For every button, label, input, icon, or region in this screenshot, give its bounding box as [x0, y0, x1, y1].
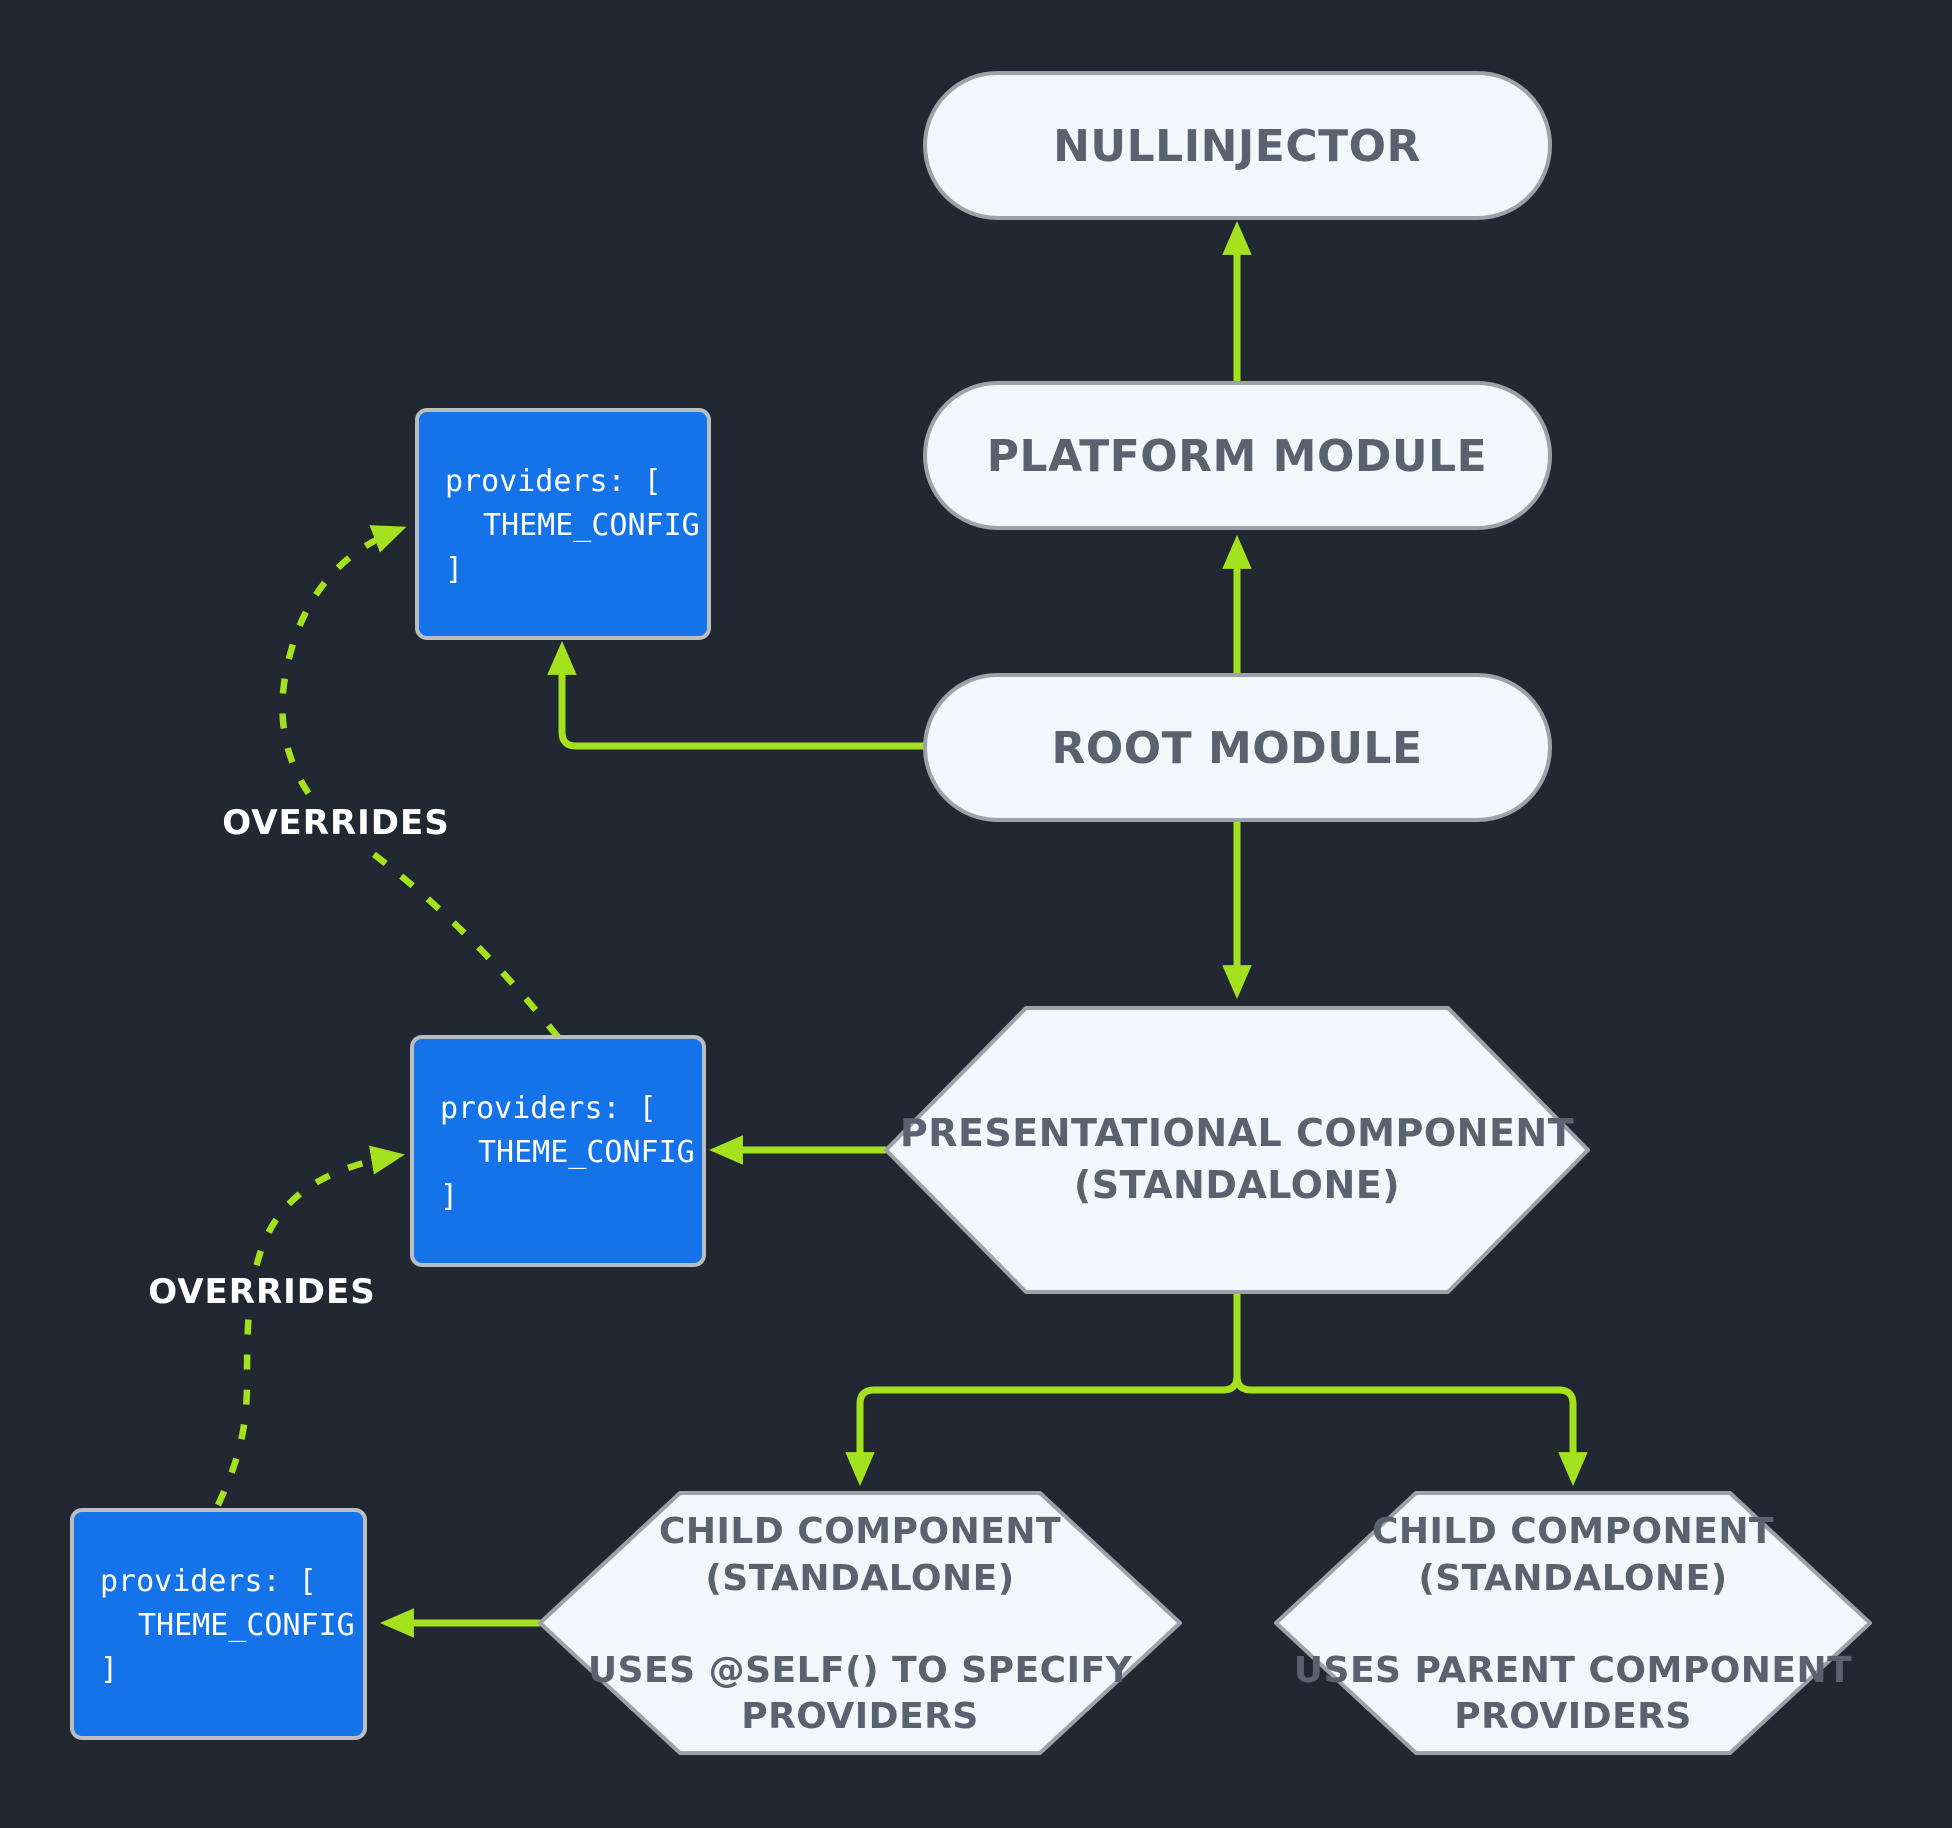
overrides-label-top-text: OVERRIDES: [222, 803, 449, 843]
providers-box-presentational-line1: providers: [: [440, 1091, 657, 1126]
overrides-label-bottom-text: OVERRIDES: [148, 1272, 375, 1312]
node-platform-module: PLATFORM MODULE: [923, 381, 1552, 530]
child-parent-line3: USES PARENT COMPONENT: [1294, 1650, 1852, 1691]
node-root-module-shape: [923, 673, 1552, 822]
node-presentational-line2: (STANDALONE): [1074, 1163, 1400, 1207]
node-presentational-component-shape: [884, 1006, 1590, 1294]
node-presentational-line1: PRESENTATIONAL COMPONENT: [900, 1111, 1574, 1155]
edge-overrides-child-to-presentational-box: [215, 1145, 405, 1507]
providers-box-root-shape: [415, 408, 711, 640]
child-self-line4: PROVIDERS: [741, 1696, 979, 1737]
providers-box-presentational-line3: ]: [440, 1179, 458, 1214]
child-parent-line1: CHILD COMPONENT: [1372, 1511, 1774, 1552]
providers-box-presentational-line2: THEME_CONFIG: [478, 1135, 695, 1170]
node-root-module-label: ROOT MODULE: [1051, 723, 1422, 774]
edge-presentational-to-child-self: [845, 1292, 1241, 1487]
overrides-label-top-bg: [232, 798, 440, 846]
child-parent-line4: PROVIDERS: [1454, 1696, 1692, 1737]
providers-box-child-line2: THEME_CONFIG: [138, 1608, 355, 1643]
edge-presentational-to-child-parent: [1233, 1292, 1588, 1487]
node-child-component-parent-shape: [1274, 1491, 1872, 1755]
providers-box-root-line2: THEME_CONFIG: [483, 508, 700, 543]
providers-box-child-line1: providers: [: [100, 1564, 317, 1599]
edge-root-to-providers-box: [547, 640, 925, 750]
edge-overrides-presentational-to-root-box: [279, 525, 561, 1040]
node-platform-module-shape: [923, 381, 1552, 530]
overrides-label-bottom-bg: [158, 1267, 366, 1315]
node-root-module: ROOT MODULE: [923, 673, 1552, 822]
child-self-line3: USES @SELF() TO SPECIFY: [588, 1650, 1133, 1691]
providers-box-presentational-shape: [410, 1035, 706, 1267]
child-parent-line2: (STANDALONE): [1418, 1558, 1727, 1599]
node-nullinjector-label: NULLINJECTOR: [1053, 121, 1421, 172]
node-child-component-self-shape: [538, 1491, 1182, 1755]
node-nullinjector-shape: [923, 71, 1552, 220]
providers-box-root: providers: [ THEME_CONFIG ]: [415, 408, 711, 640]
node-child-component-self: CHILD COMPONENT (STANDALONE) USES @SELF(…: [538, 1491, 1182, 1755]
providers-box-child-shape: [70, 1508, 367, 1740]
providers-box-root-line3: ]: [445, 552, 463, 587]
providers-box-child-line3: ]: [100, 1652, 118, 1687]
node-nullinjector: NULLINJECTOR: [923, 71, 1552, 220]
child-self-line2: (STANDALONE): [705, 1558, 1014, 1599]
providers-box-child: providers: [ THEME_CONFIG ]: [70, 1508, 367, 1740]
node-child-component-parent: CHILD COMPONENT (STANDALONE) USES PARENT…: [1274, 1491, 1872, 1755]
node-presentational-component: PRESENTATIONAL COMPONENT (STANDALONE): [884, 1006, 1590, 1294]
node-platform-module-label: PLATFORM MODULE: [987, 431, 1487, 482]
child-self-line1: CHILD COMPONENT: [659, 1511, 1061, 1552]
providers-box-root-line1: providers: [: [445, 464, 662, 499]
overrides-label-top: OVERRIDES: [222, 798, 449, 846]
providers-box-presentational: providers: [ THEME_CONFIG ]: [410, 1035, 706, 1267]
overrides-label-bottom: OVERRIDES: [148, 1267, 375, 1315]
